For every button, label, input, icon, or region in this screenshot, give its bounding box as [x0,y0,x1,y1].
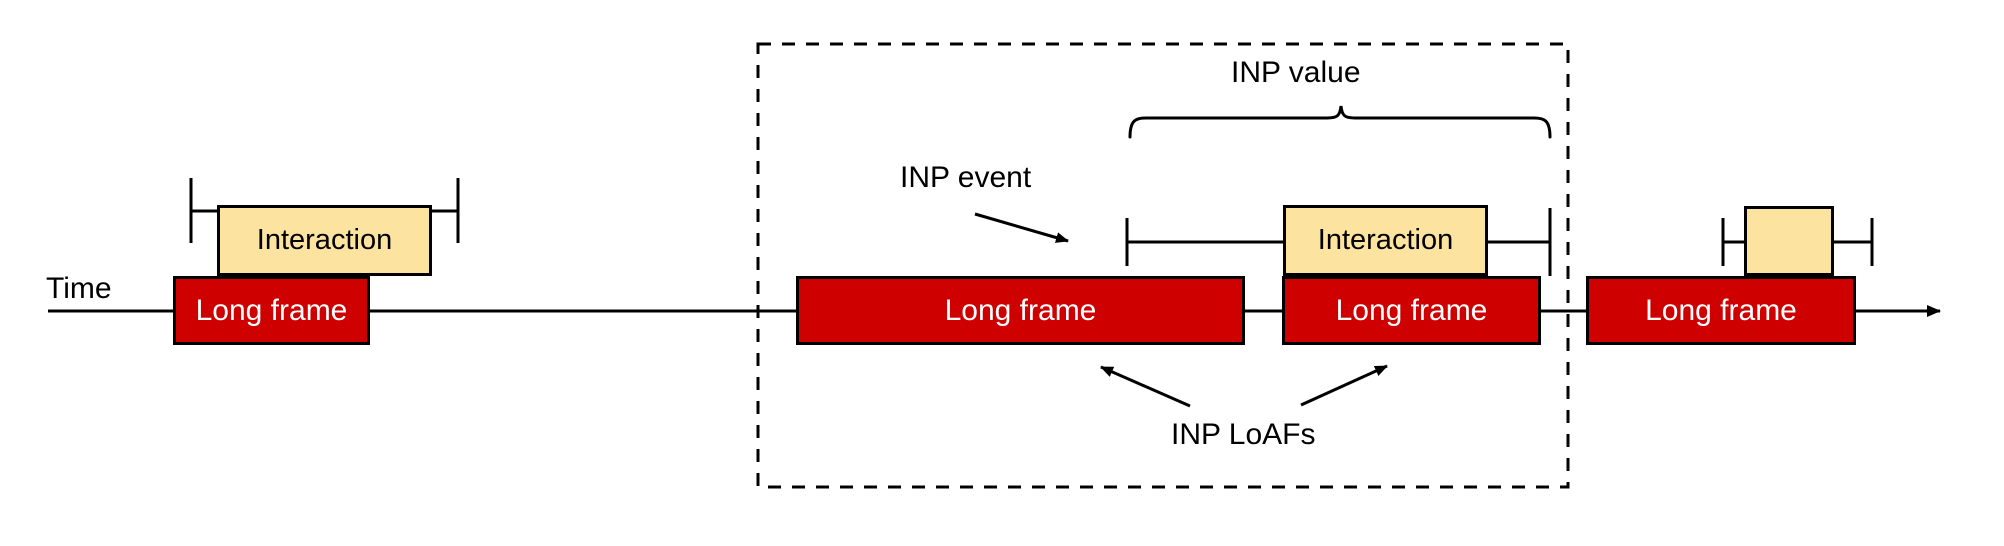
long-frame-3[interactable]: Long frame [1282,276,1541,345]
inp-event-arrow [974,212,1069,243]
interaction-1-measure-bracket [189,178,460,243]
long-frame-4[interactable]: Long frame [1586,276,1856,345]
annotation-inp-loafs: INP LoAFs [1171,418,1316,451]
interaction-box-2[interactable]: Interaction [1283,205,1488,276]
annotation-inp-value: INP value [1231,56,1361,89]
long-frame-1[interactable]: Long frame [173,276,370,345]
inp-group-dashed-box [756,42,1570,489]
interaction-3-measure-bracket [1721,218,1874,266]
interaction-2-measure-bracket [1125,208,1552,276]
inp-loafs-arrow-right [1300,364,1388,407]
inp-value-brace [1128,105,1552,139]
long-frame-2[interactable]: Long frame [796,276,1245,345]
interaction-box-1[interactable]: Interaction [217,205,432,276]
inp-loafs-arrow-left [1100,365,1191,408]
annotation-inp-event: INP event [900,161,1032,194]
time-axis-label: Time [46,272,112,305]
interaction-box-3[interactable] [1744,206,1834,276]
